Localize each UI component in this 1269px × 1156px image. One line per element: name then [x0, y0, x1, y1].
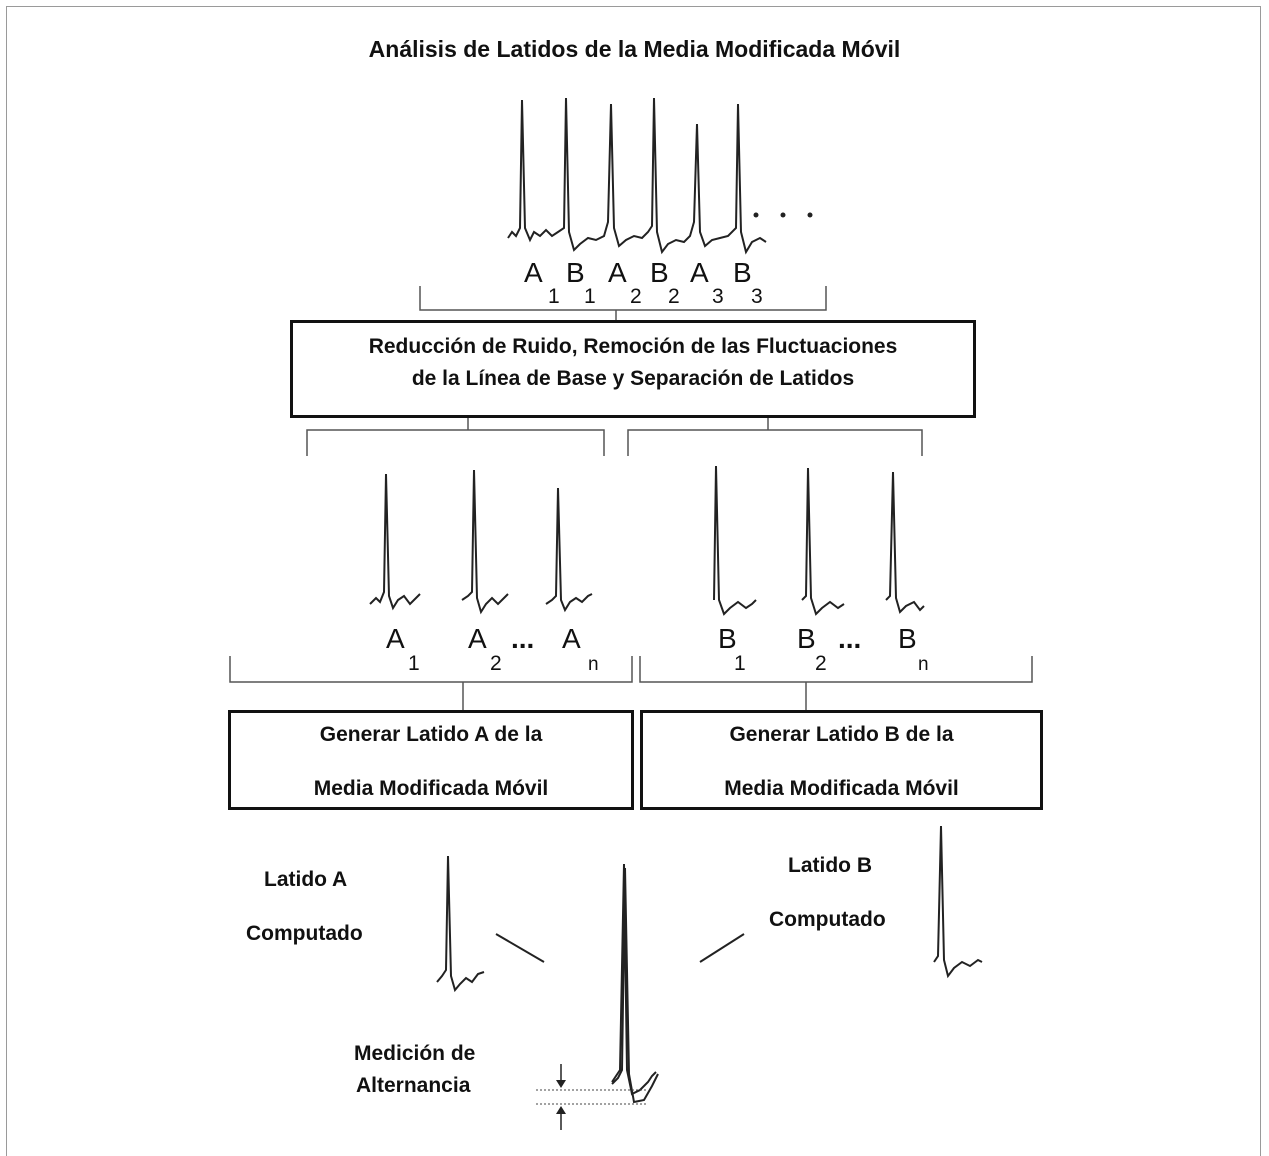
top-label-letter-2: A: [608, 257, 627, 288]
b-label-sub-0: 1: [734, 652, 746, 675]
top-label-letter-4: A: [690, 257, 709, 288]
b-label-sub-1: 2: [815, 652, 827, 675]
generate-b-box: Generar Latido B de la Media Modificada …: [640, 710, 1043, 810]
alternans-line1: Medición de: [354, 1042, 476, 1065]
diagram-frame: [6, 6, 1261, 1156]
top-label-letter-0: A: [524, 257, 543, 288]
a-beats: [369, 469, 593, 615]
merge-lines: [495, 933, 745, 963]
computed-a-line2: Computado: [246, 922, 363, 945]
top-label-sub-2: 2: [630, 285, 642, 308]
a-label-sub-2: n: [588, 654, 599, 675]
computed-b-line1: Latido B: [788, 854, 872, 877]
a-beat-labels: A 1 A 2 ... A n: [386, 623, 599, 675]
top-label-sub-1: 1: [584, 285, 596, 308]
top-label-sub-3: 2: [668, 285, 680, 308]
generate-a-line1: Generar Latido A de la: [319, 723, 543, 746]
top-beat-labels: A 1 B 1 A 2 B 2 A 3 B 3: [524, 257, 763, 308]
b-ellipsis: ...: [838, 623, 861, 654]
diagram-title: Análisis de Latidos de la Media Modifica…: [368, 36, 901, 62]
top-ecg-strip: [507, 97, 767, 255]
top-ellipsis: [753, 212, 813, 218]
a-label-letter-2: A: [562, 623, 581, 654]
split-brackets: [306, 418, 923, 456]
top-label-letter-3: B: [650, 257, 669, 288]
top-bracket: [419, 286, 827, 320]
a-label-sub-1: 2: [490, 652, 502, 675]
b-label-letter-2: B: [898, 623, 917, 654]
top-label-letter-5: B: [733, 257, 752, 288]
noise-reduction-box: Reducción de Ruido, Remoción de las Fluc…: [290, 320, 976, 418]
computed-b-line2: Computado: [769, 908, 886, 931]
a-ellipsis: ...: [511, 623, 534, 654]
generate-a-line2: Media Modificada Móvil: [313, 777, 549, 800]
b-beat-labels: B 1 B 2 ... B n: [718, 623, 929, 675]
generate-b-line2: Media Modificada Móvil: [724, 777, 959, 800]
alternans-arrows: [556, 1064, 566, 1130]
noise-reduction-line1: Reducción de Ruido, Remoción de las Fluc…: [368, 335, 898, 358]
b-label-letter-0: B: [718, 623, 737, 654]
generate-b-line1: Generar Latido B de la: [729, 723, 954, 746]
lower-brackets: [229, 656, 1033, 710]
top-label-sub-5: 3: [751, 285, 763, 308]
a-label-letter-1: A: [468, 623, 487, 654]
alternans-measure: [536, 1089, 646, 1105]
a-label-letter-0: A: [386, 623, 405, 654]
overlay-beat: [611, 863, 659, 1104]
top-label-sub-4: 3: [712, 285, 724, 308]
b-label-sub-2: n: [918, 654, 929, 675]
noise-reduction-line2: de la Línea de Base y Separación de Lati…: [411, 367, 855, 390]
b-beats: [713, 465, 925, 616]
a-label-sub-0: 1: [408, 652, 420, 675]
top-label-letter-1: B: [566, 257, 585, 288]
alternans-line2: Alternancia: [356, 1074, 471, 1097]
computed-beats: [436, 825, 983, 993]
top-label-sub-0: 1: [548, 285, 560, 308]
b-label-letter-1: B: [797, 623, 816, 654]
computed-a-line1: Latido A: [264, 868, 348, 891]
generate-a-box: Generar Latido A de la Media Modificada …: [228, 710, 634, 810]
